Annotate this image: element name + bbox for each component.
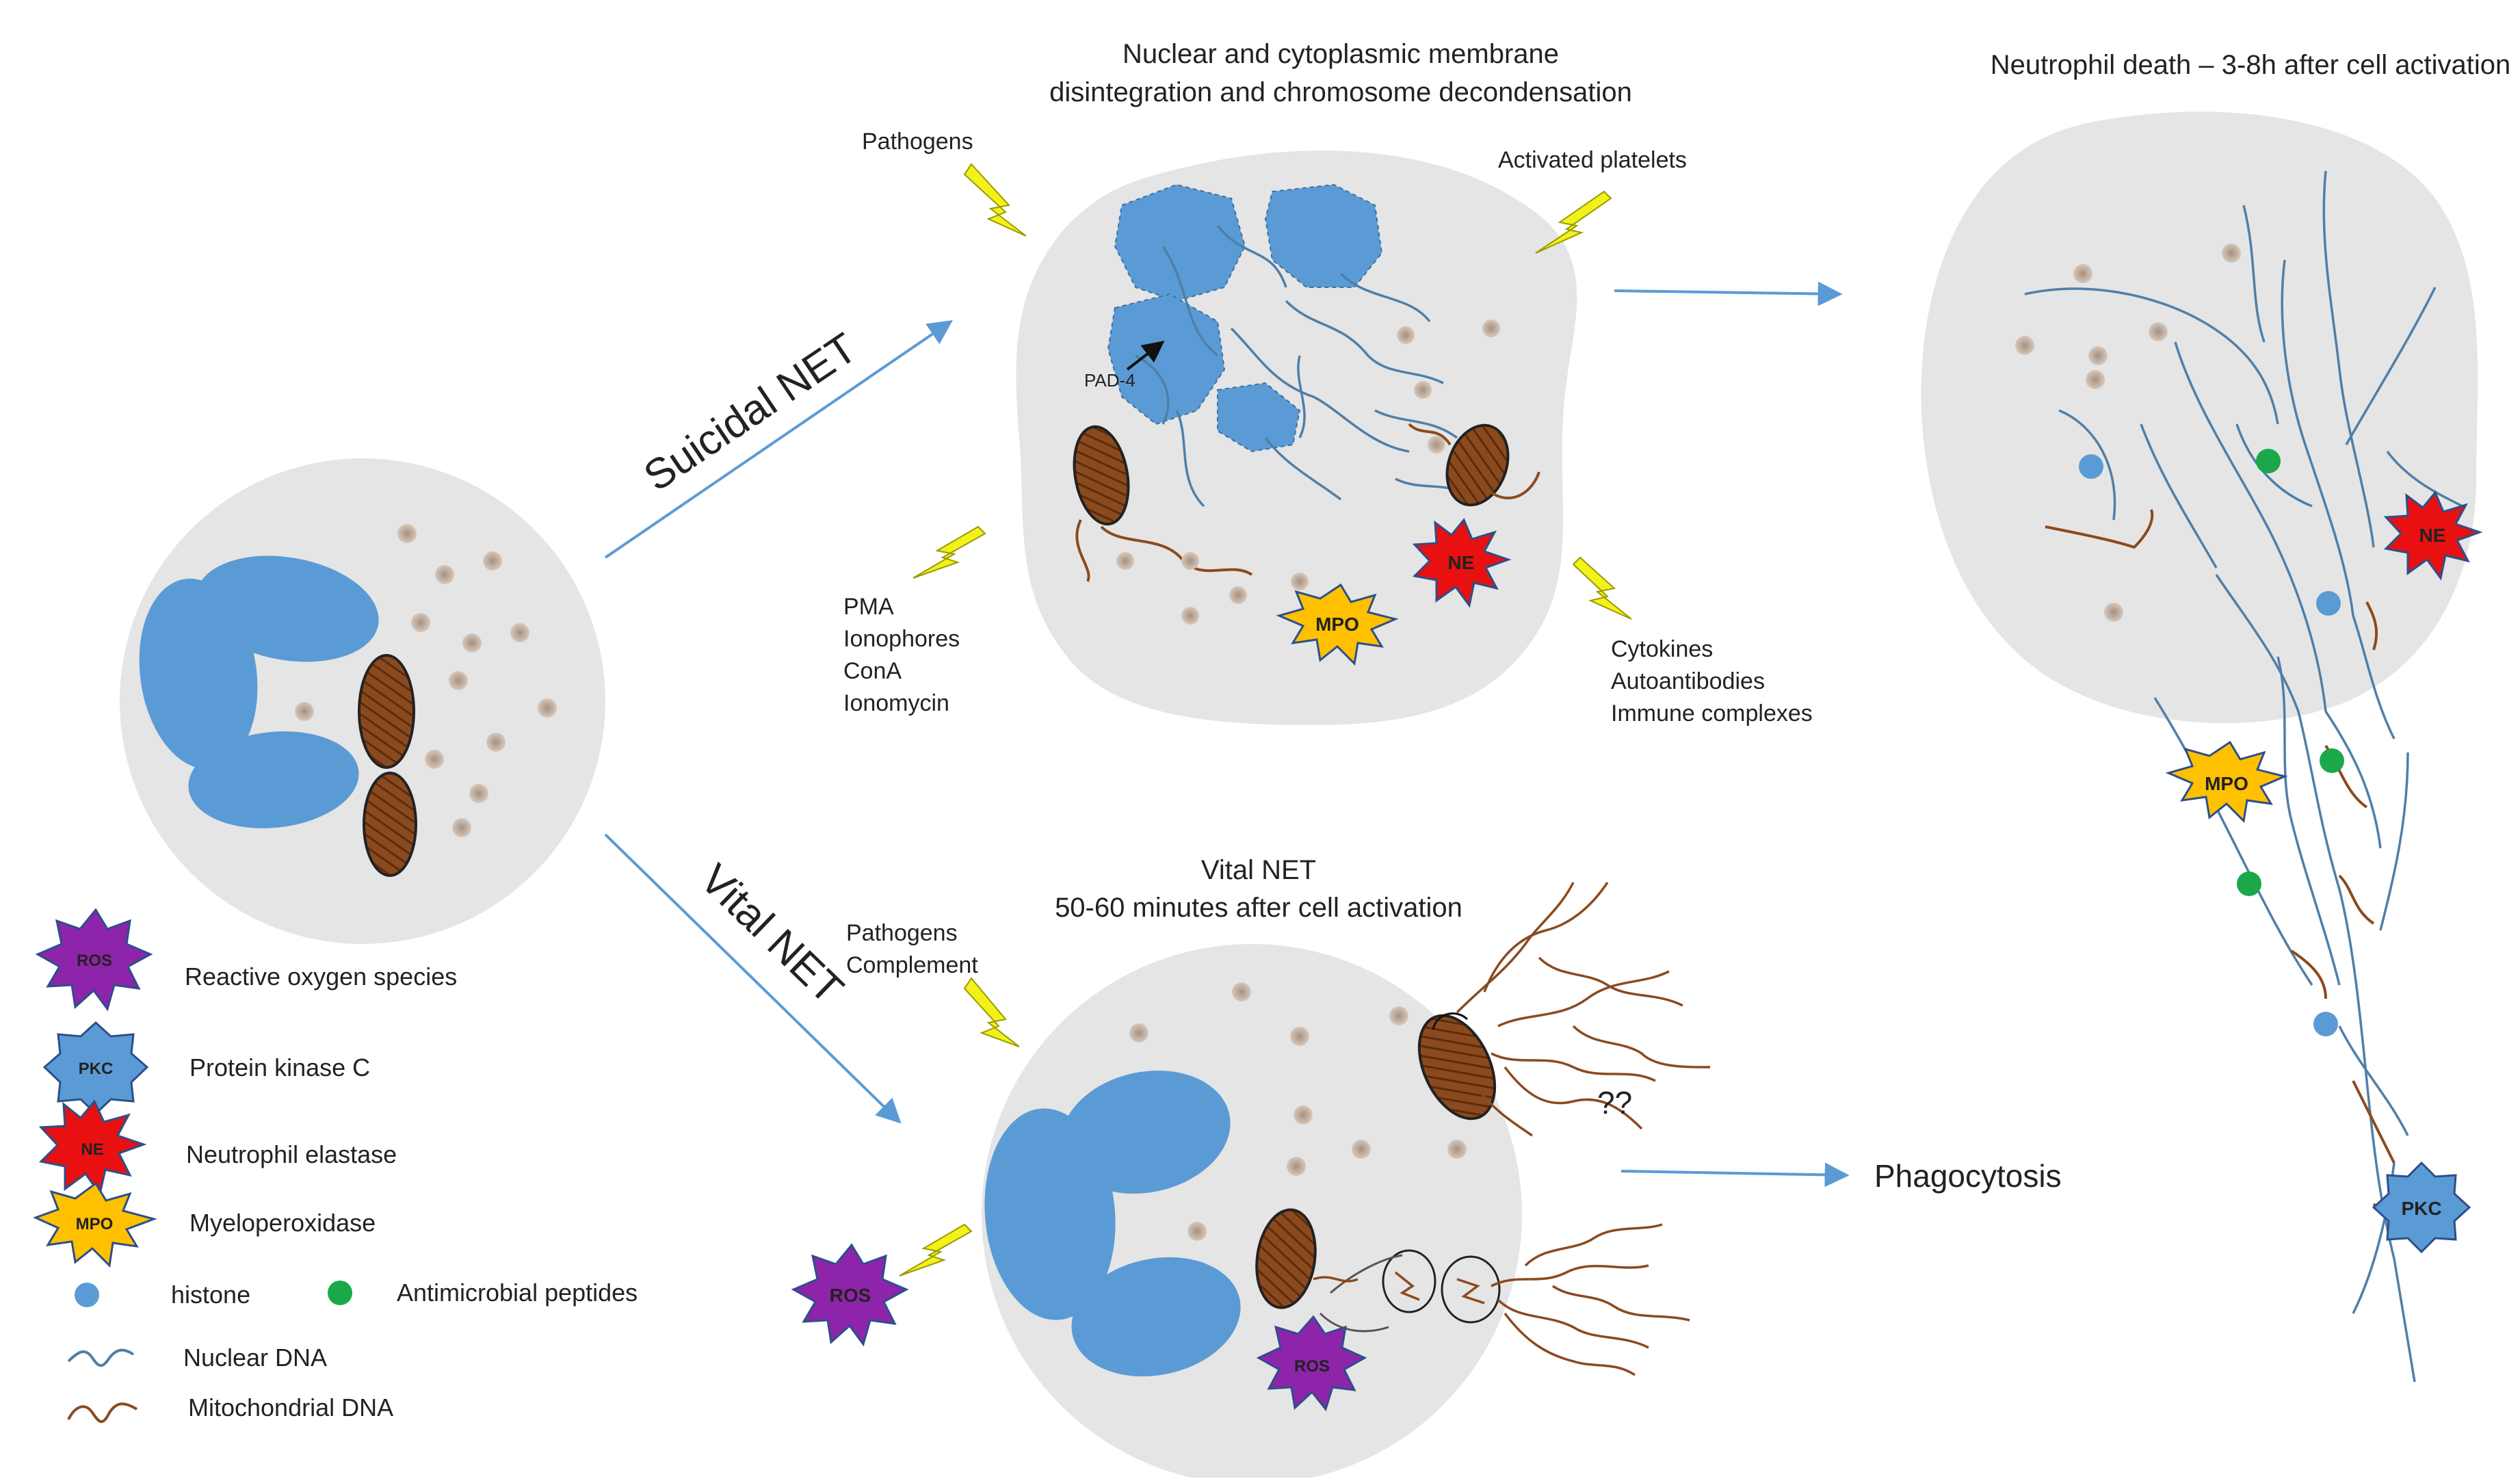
stim-immune-list: Cytokines Autoantibodies Immune complexe…: [1611, 636, 1813, 726]
stim-pathogens-label: Pathogens: [862, 129, 973, 155]
lightning-bolt-icon: [963, 977, 1020, 1047]
legend-ne-icon: NE: [38, 1099, 147, 1196]
granules: [1116, 319, 1500, 625]
legend-nuclear-dna-icon: [67, 1348, 135, 1367]
nucleus: [984, 1071, 1241, 1377]
ros-badge-label: ROS: [1294, 1357, 1330, 1376]
stim-immune-complexes: Immune complexes: [1611, 700, 1813, 726]
mito-vesicles: [1319, 1249, 1501, 1333]
stim-autoantibodies: Autoantibodies: [1611, 668, 1765, 694]
mpo-badge: MPO: [2165, 740, 2288, 824]
unknown-mechanism-label: ??: [1597, 1085, 1632, 1120]
cell-body: [1921, 112, 2478, 724]
vital-net-cell: ROS: [982, 944, 1522, 1481]
stim-pma: PMA: [843, 594, 894, 620]
legend-mito-dna-label: Mitochondrial DNA: [188, 1393, 393, 1421]
path-arrows: [604, 281, 1850, 1188]
suicidal-net-label: Suicidal NET: [635, 324, 865, 501]
antimicrobial-peptide-dot-icon: [2256, 449, 2281, 473]
mpo-badge: MPO: [1276, 583, 1399, 666]
vital-stim-complement: Complement: [846, 952, 978, 978]
mitochondria: [1073, 423, 1510, 526]
pkc-badge: PKC: [2372, 1161, 2471, 1254]
legend-mito-dna-icon: [67, 1402, 138, 1424]
legend-amp-icon: [328, 1281, 352, 1305]
histone-dot-icon: [2313, 1012, 2338, 1036]
nuclear-dna-web: [2024, 170, 2463, 1382]
legend-pkc-icon-label: PKC: [79, 1060, 114, 1078]
ne-badge-label: NE: [1448, 552, 1475, 573]
vital-net-label: Vital NET: [691, 855, 852, 1013]
ne-badge: NE: [1412, 518, 1512, 608]
legend-ros-label: Reactive oxygen species: [185, 962, 457, 991]
dead-neutrophil: NE MPO PKC: [1921, 112, 2483, 1382]
legend-mpo-icon: MPO: [33, 1181, 157, 1268]
legend-ros-icon-label: ROS: [77, 952, 112, 970]
vital-title-line1: Vital NET: [1201, 855, 1316, 885]
legend-pkc-icon: PKC: [42, 1021, 149, 1116]
lightning-bolt-icon: [963, 163, 1027, 237]
legend-histone-label: histone: [171, 1281, 250, 1309]
legend: ROS Reactive oxygen species PKC Protein …: [33, 908, 638, 1424]
histone-dot-icon: [2316, 591, 2341, 616]
granules: [295, 524, 557, 837]
mpo-badge-label: MPO: [1315, 614, 1359, 635]
vital-title-line2: 50-60 minutes after cell activation: [1055, 893, 1462, 923]
lightning-bolt-icon: [899, 1223, 973, 1276]
resting-neutrophil: [120, 458, 605, 944]
mitochondria: [1255, 1014, 1497, 1309]
suicidal-title-line2: disintegration and chromosome decondensa…: [1049, 77, 1632, 107]
mitochondria: [358, 654, 417, 877]
lightning-bolt-icon: [1572, 556, 1632, 620]
extracellular-mito-dna: [1456, 882, 1711, 1376]
stim-platelets-label: Activated platelets: [1498, 147, 1687, 173]
granules: [1129, 982, 1467, 1241]
granules: [2015, 244, 2241, 622]
antimicrobial-peptide-dot-icon: [2237, 871, 2261, 896]
mitochondrial-dna-inside: [1313, 1271, 1485, 1305]
ne-badge: NE: [2383, 490, 2483, 581]
ne-badge-label: NE: [2419, 525, 2446, 546]
stim-ionomycin: Ionomycin: [843, 690, 949, 716]
legend-mpo-label: Myeloperoxidase: [189, 1209, 376, 1237]
legend-ne-icon-label: NE: [81, 1140, 103, 1159]
stim-cona: ConA: [843, 658, 902, 684]
legend-mpo-icon-label: MPO: [76, 1215, 114, 1233]
legend-amp-label: Antimicrobial peptides: [397, 1279, 638, 1307]
suicidal-net-cell: PAD-4 MPO NE: [1016, 150, 1577, 726]
antimicrobial-peptide-dot-icon: [2320, 748, 2344, 773]
pkc-badge-label: PKC: [2401, 1198, 2441, 1219]
mito-membrane-opening: [1432, 1012, 1469, 1030]
legend-ne-label: Neutrophil elastase: [186, 1140, 397, 1168]
vital-stim-pathogens: Pathogens: [846, 920, 958, 946]
lightning-bolt-icon: [913, 525, 986, 579]
ros-badge-label: ROS: [830, 1285, 871, 1306]
phagocytosis-label: Phagocytosis: [1874, 1158, 2062, 1194]
mpo-badge-label: MPO: [2205, 773, 2248, 794]
legend-pkc-label: Protein kinase C: [189, 1053, 370, 1082]
death-title: Neutrophil death – 3-8h after cell activ…: [1991, 50, 2510, 80]
stim-chemical-list: PMA Ionophores ConA Ionomycin: [843, 594, 960, 716]
pad4-label: PAD-4: [1084, 370, 1136, 391]
nucleus: [139, 555, 379, 828]
pad4-arrow: [1126, 341, 1165, 371]
legend-ros-icon: ROS: [35, 908, 153, 1012]
legend-nuclear-dna-label: Nuclear DNA: [183, 1344, 327, 1372]
suicidal-title-line1: Nuclear and cytoplasmic membrane: [1123, 39, 1559, 69]
stim-ionophores: Ionophores: [843, 626, 960, 652]
stim-cytokines: Cytokines: [1611, 636, 1713, 662]
histone-dot-icon: [2079, 454, 2103, 479]
ros-badge: ROS: [1256, 1315, 1367, 1412]
lightning-bolt-icon: [1535, 190, 1612, 254]
nuclear-dna-strands: [1135, 224, 1472, 508]
legend-histone-icon: [75, 1283, 99, 1307]
ros-badge: ROS: [791, 1243, 909, 1347]
